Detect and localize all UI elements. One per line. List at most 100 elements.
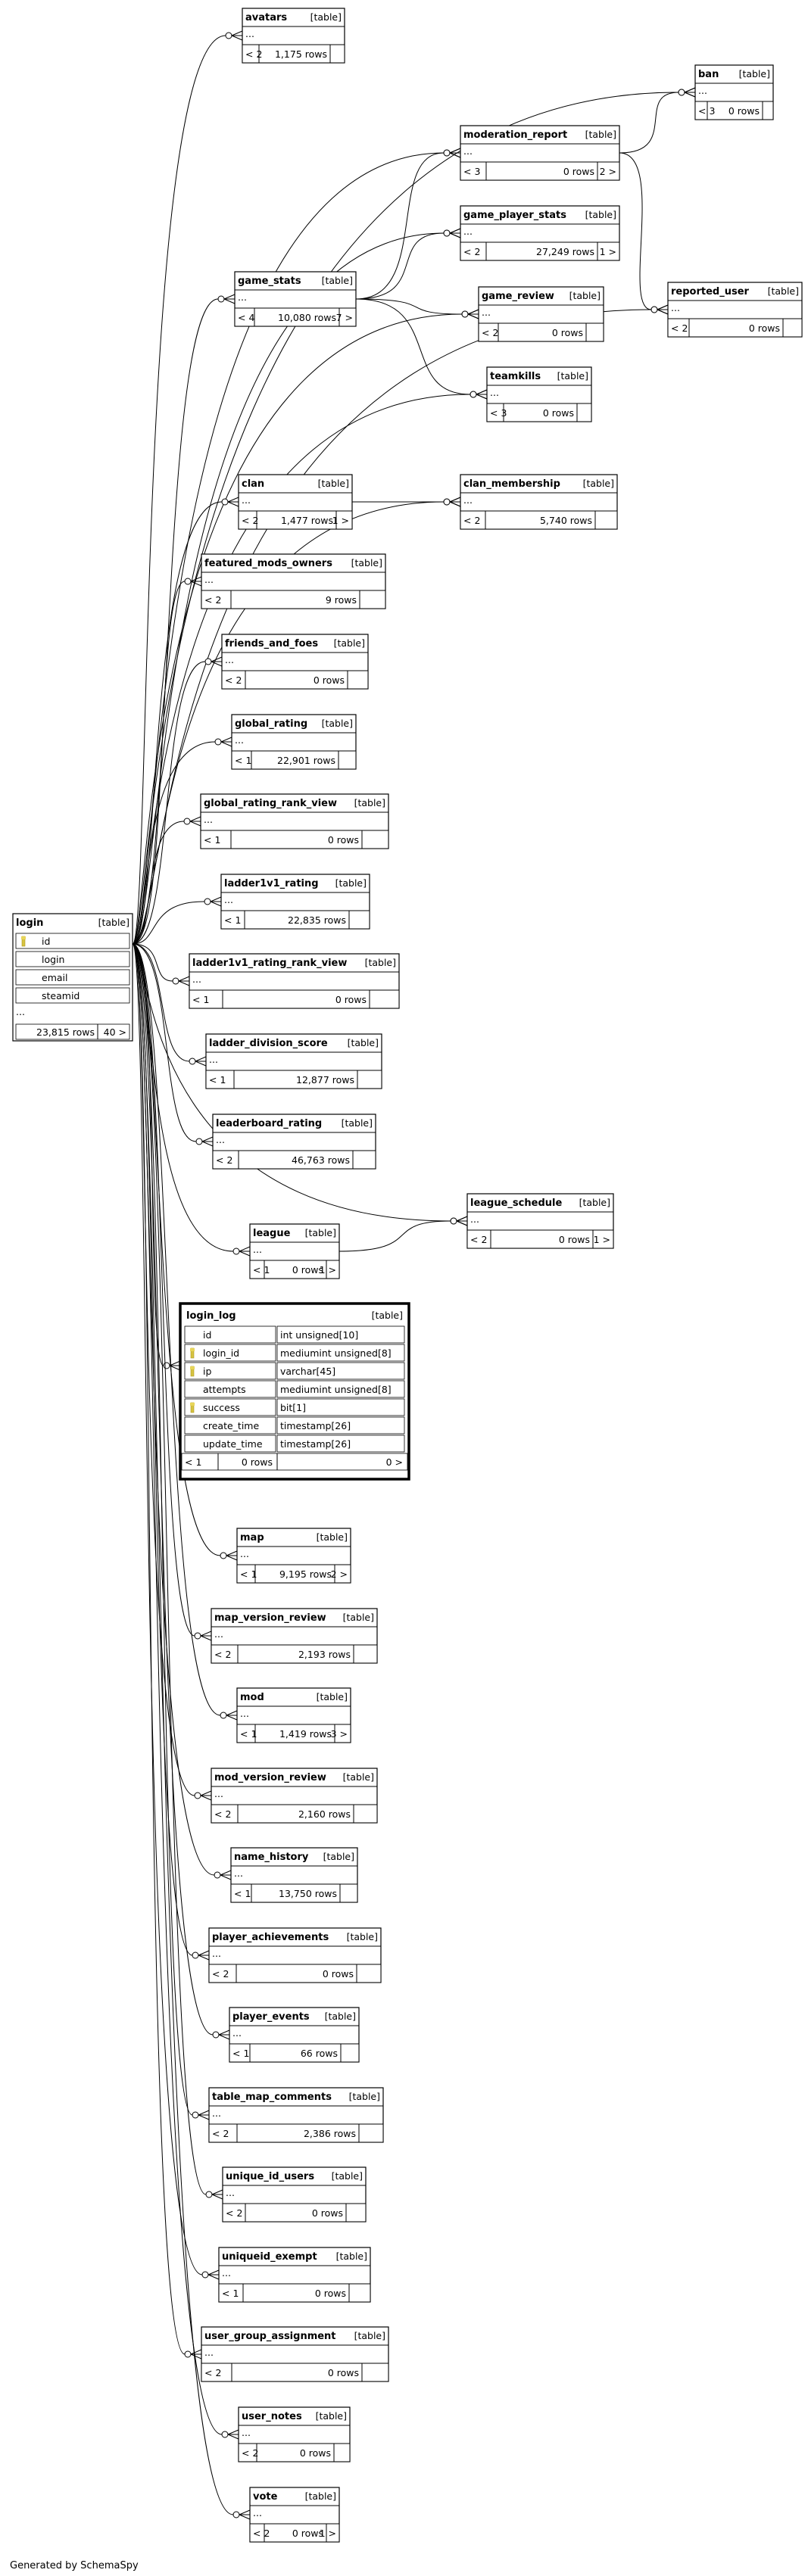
vote-parents-count: < 2 [253, 2528, 270, 2539]
user-group-assignment-parents-count: < 2 [204, 2367, 221, 2378]
moderation-report-parents-count: < 3 [463, 166, 480, 177]
name-history-stats-row [230, 1883, 358, 1903]
league-schedule-children-count: 1 > [594, 1234, 610, 1245]
mod-version-review-stats-row [211, 1804, 378, 1824]
user-notes-table-name: user_notes [242, 2411, 302, 2422]
login-log-column-success-label: success [203, 1402, 240, 1413]
generated-by-footer: Generated by SchemaSpy [10, 2560, 139, 2571]
ladder-division-score-stats-row [205, 1070, 382, 1089]
login-log-column-success-type: bit[1] [280, 1402, 306, 1413]
name-history-table-kind: [table] [323, 1851, 354, 1862]
table-map-comments-table-kind: [table] [349, 2091, 380, 2102]
edge-login-to-ladder1v1-rating-rank-view [132, 943, 190, 986]
avatars-parents-count: < 2 [245, 48, 262, 60]
player-events-ellipsis: ... [232, 2027, 242, 2039]
mod-stats-row [236, 1724, 351, 1743]
map-version-review-stats-row [211, 1644, 378, 1664]
league-schedule-table-kind: [table] [579, 1197, 610, 1208]
global-rating-table-kind: [table] [322, 718, 353, 729]
table-login[interactable]: login[table]idloginemailsteamid...23,815… [12, 913, 133, 1042]
vote-table-name: vote [253, 2491, 278, 2503]
relationship-edges [132, 30, 696, 2520]
game-player-stats-stats-row [460, 241, 620, 261]
featured-mods-owners-row-count: 9 rows [326, 594, 357, 606]
uniqueid-exempt-table-name: uniqueid_exempt [222, 2251, 317, 2263]
vote-table-kind: [table] [305, 2490, 336, 2502]
login-column-email [15, 969, 130, 986]
player-events-parents-count: < 1 [232, 2048, 249, 2059]
login-log-column-login-id-type: mediumint unsigned[8] [280, 1347, 392, 1359]
player-achievements-table-kind: [table] [347, 1931, 378, 1942]
mod-ellipsis: ... [240, 1708, 249, 1719]
ladder-division-score-table-kind: [table] [348, 1037, 379, 1048]
moderation-report-ellipsis: ... [463, 145, 473, 157]
teamkills-table-kind: [table] [557, 370, 588, 382]
key-icon [190, 1347, 195, 1359]
login-row-count: 23,815 rows [36, 1026, 95, 1038]
ladder1v1-rating-table-name: ladder1v1_rating [224, 878, 319, 889]
moderation-report-table-name: moderation_report [463, 129, 567, 141]
unique-id-users-stats-row [222, 2203, 367, 2222]
league-schedule-parents-count: < 2 [470, 1234, 487, 1245]
leaderboard-rating-table-kind: [table] [342, 1117, 373, 1129]
game-player-stats-row-count: 27,249 rows [536, 246, 594, 257]
game-review-table-name: game_review [482, 291, 554, 302]
global-rating-rank-view-stats-row [200, 830, 389, 849]
user-notes-table-kind: [table] [316, 2410, 347, 2422]
login-log-column-success [184, 1398, 276, 1416]
edge-login-to-unique-id-users [132, 943, 223, 2200]
name-history-table-name: name_history [234, 1852, 309, 1863]
user-group-assignment-ellipsis: ... [204, 2347, 214, 2358]
map-version-review-row-count: 2,193 rows [298, 1649, 351, 1660]
map-table-name: map [240, 1532, 264, 1543]
teamkills-parents-count: < 3 [490, 407, 507, 419]
leaderboard-rating-parents-count: < 2 [216, 1154, 232, 1166]
friends-and-foes-parents-count: < 2 [225, 674, 242, 686]
game-stats-table-kind: [table] [322, 275, 353, 286]
uniqueid-exempt-parents-count: < 1 [222, 2288, 239, 2299]
login-column-login-label: login [42, 954, 64, 965]
user-notes-row-count: 0 rows [300, 2447, 331, 2459]
edge-login-to-avatars [132, 30, 243, 945]
edge-game-stats-to-moderation-report [355, 148, 461, 300]
edge-login-to-global-rating [132, 737, 232, 945]
edge-login-to-user-group-assignment [132, 943, 202, 2360]
map-parents-count: < 1 [240, 1568, 257, 1580]
game-review-ellipsis: ... [482, 307, 491, 318]
global-rating-stats-row [231, 750, 357, 770]
